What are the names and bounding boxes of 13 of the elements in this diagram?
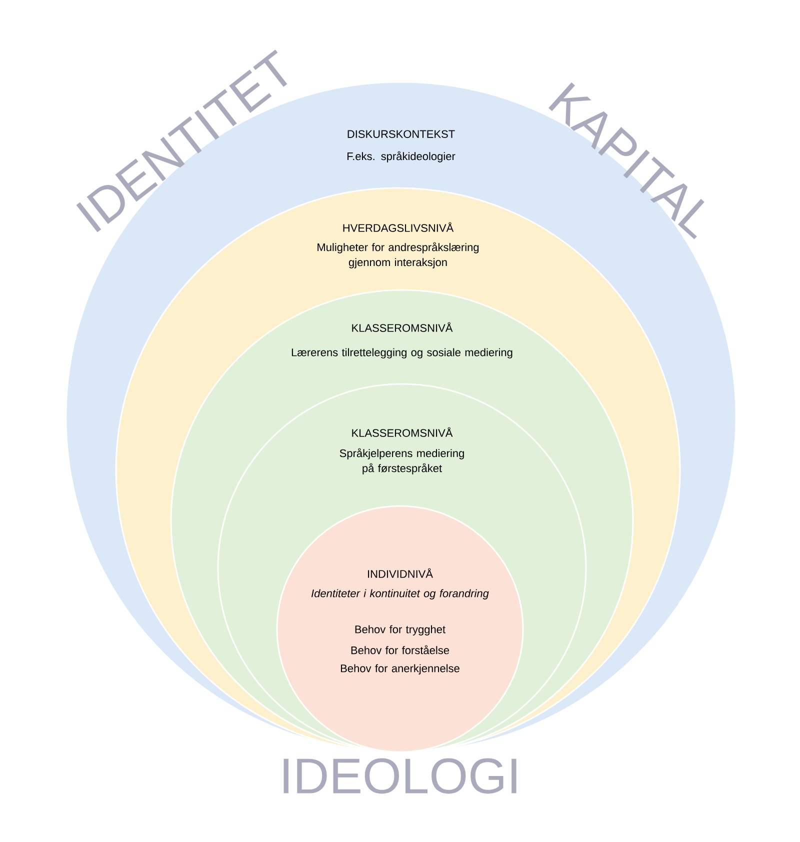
level-description: Språkjelperens mediering på førstespråket bbox=[340, 448, 464, 474]
level-description: Lærerens tilrettelegging og sosiale mediering bbox=[292, 348, 512, 358]
level-heading: HVERDAGSLIVSNIVÅ bbox=[343, 222, 454, 232]
level-heading: DISKURSKONTEKST bbox=[348, 130, 455, 138]
level-heading: KLASSEROMSNIVÅ bbox=[352, 322, 453, 332]
level-heading: KLASSEROMSNIVÅ bbox=[352, 427, 453, 437]
level-heading: INDIVIDNIVÅ bbox=[368, 568, 433, 578]
level-description: Muligheter for andrespråkslæring gjennom interaksjon bbox=[318, 242, 479, 268]
level-description: Identiteter i kontinuitet og forandring bbox=[311, 589, 489, 600]
level-description: Behov for trygghet bbox=[355, 625, 446, 636]
level-description: Behov for forståelse bbox=[351, 645, 450, 654]
level-description: Behov for anerkjennelse bbox=[341, 664, 460, 674]
level-description: F.eks. språkideologier bbox=[348, 151, 456, 162]
